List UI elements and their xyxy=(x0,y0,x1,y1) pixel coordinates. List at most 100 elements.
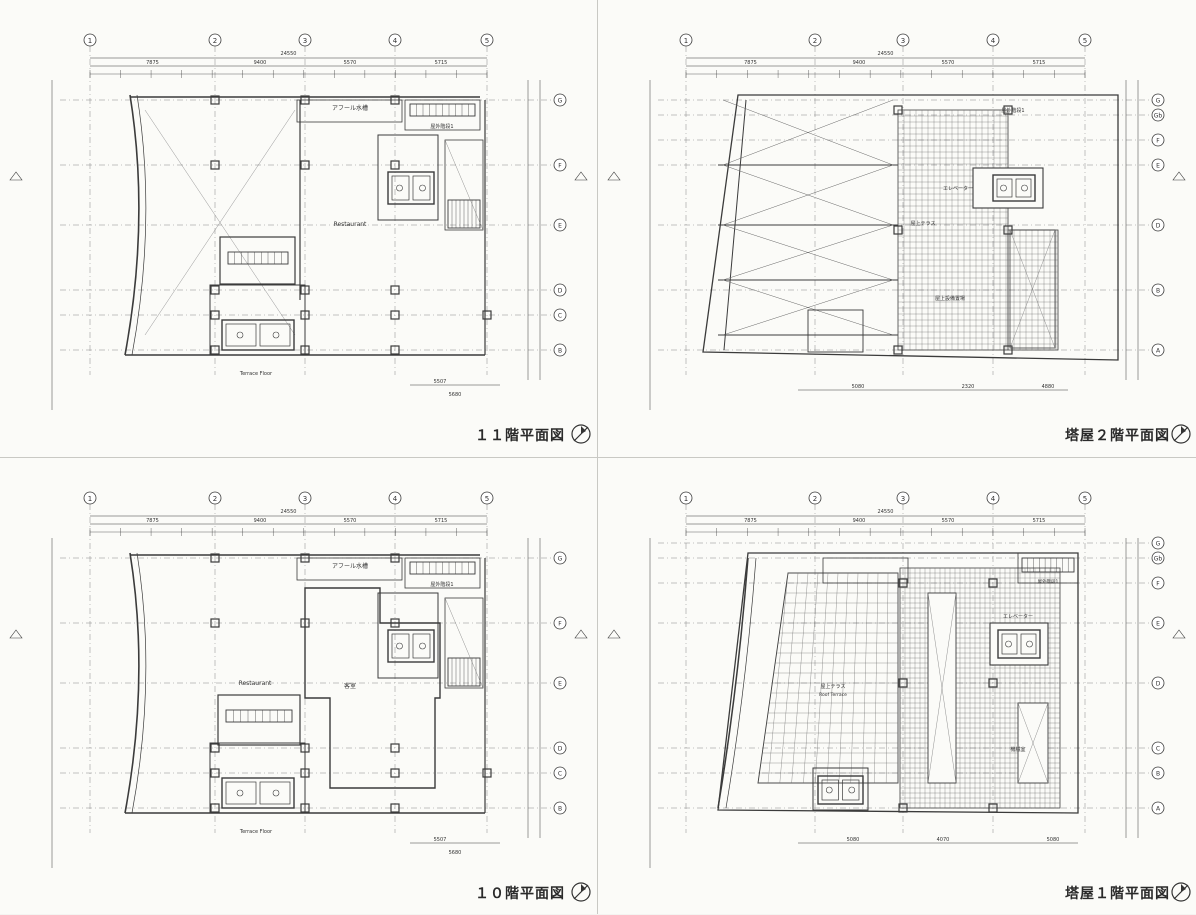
grid-axis-label: F xyxy=(1156,138,1160,145)
grid-bubble xyxy=(553,801,567,815)
structural-column xyxy=(210,95,220,105)
structural-column xyxy=(210,160,220,170)
dimension-total: 24550 xyxy=(281,509,297,515)
grid-bubble xyxy=(298,491,312,505)
grid-bubble xyxy=(553,158,567,172)
grid-axis-label: 4 xyxy=(393,37,398,45)
structural-column xyxy=(482,310,492,320)
dimension-value: 5680 xyxy=(449,850,462,856)
elevator-symbol xyxy=(419,184,426,192)
grid-axis-label: A xyxy=(1156,348,1161,355)
dimension-value: 9400 xyxy=(853,60,866,66)
stair-core xyxy=(219,236,296,285)
grid-axis-label: C xyxy=(558,313,562,320)
grid-axis-label: D xyxy=(1156,681,1161,688)
grid-bubble xyxy=(553,343,567,357)
structural-column xyxy=(390,553,400,563)
roof-terrace-outline xyxy=(757,572,899,784)
structural-column xyxy=(1003,345,1013,355)
structural-column xyxy=(390,743,400,753)
dimension-total: 24550 xyxy=(878,509,894,515)
grid-axis-label: 4 xyxy=(393,495,398,503)
structural-column xyxy=(893,105,903,115)
grid-bubble xyxy=(1151,741,1165,755)
structural-column xyxy=(893,225,903,235)
elevator-car xyxy=(412,175,431,201)
service-core xyxy=(377,592,439,679)
void-diagonal xyxy=(444,597,484,689)
section-mark-icon xyxy=(574,171,588,181)
lower-core xyxy=(209,742,306,814)
grid-bubble xyxy=(1151,158,1165,172)
tile-line xyxy=(862,572,869,784)
structural-column xyxy=(300,553,310,563)
room-label: アフール水槽 xyxy=(332,104,368,112)
dimension-value: 5680 xyxy=(449,392,462,398)
structural-column xyxy=(300,285,310,295)
grid-axis-label: Gb xyxy=(1154,113,1163,120)
dimension-value: 5507 xyxy=(434,837,447,843)
north-arrow-icon xyxy=(571,882,591,902)
room-label: 屋外階段1 xyxy=(430,123,453,130)
grid-bubble xyxy=(553,218,567,232)
stair-room xyxy=(404,99,481,131)
dimension-value: 7875 xyxy=(146,518,159,524)
structural-column xyxy=(390,803,400,813)
elevator-car xyxy=(225,781,257,805)
void xyxy=(1009,229,1056,349)
grid-bubble xyxy=(480,491,494,505)
elevator-symbol xyxy=(236,331,244,339)
dimension-value: 9400 xyxy=(254,60,267,66)
grid-bubble xyxy=(1151,676,1165,690)
dimension-value: 5715 xyxy=(1033,60,1046,66)
structural-column xyxy=(300,743,310,753)
grid-axis-label: B xyxy=(558,806,562,813)
elevator-car xyxy=(225,323,257,347)
dimension-value: 4880 xyxy=(1042,384,1055,390)
room-label: 屋外階段1 xyxy=(430,581,453,588)
grid-bubble xyxy=(553,283,567,297)
grid-bubble xyxy=(553,308,567,322)
section-mark-icon xyxy=(607,629,621,639)
grid-bubble xyxy=(388,33,402,47)
grid-axis-label: 1 xyxy=(684,37,688,45)
dimension-value: 2320 xyxy=(962,384,975,390)
section-mark-icon xyxy=(1172,171,1186,181)
structural-column xyxy=(390,618,400,628)
structural-column xyxy=(390,345,400,355)
sheet-divider-horizontal xyxy=(0,457,1196,458)
dimension-value: 4070 xyxy=(937,837,950,843)
grid-bubble xyxy=(679,491,693,505)
grid-bubble xyxy=(986,33,1000,47)
grid-bubble xyxy=(1151,801,1165,815)
tile-line xyxy=(850,572,859,784)
section-mark-icon xyxy=(607,171,621,181)
elevator-shaft xyxy=(221,777,295,809)
section-mark-icon xyxy=(1172,629,1186,639)
grid-axis-label: 3 xyxy=(303,495,307,503)
grid-bubble xyxy=(808,33,822,47)
structural-column xyxy=(300,310,310,320)
structural-column xyxy=(898,678,908,688)
void-diagonal xyxy=(1017,702,1049,784)
tile-line xyxy=(767,572,789,784)
grid-axis-label: 2 xyxy=(213,37,217,45)
structural-column xyxy=(210,618,220,628)
grid-axis-label: E xyxy=(1156,163,1160,170)
floor-plan-rooftop-1f-title: 塔屋１階平面図 xyxy=(1065,886,1170,902)
grid-bubble xyxy=(1151,133,1165,147)
guest-room-enclosure xyxy=(304,587,441,789)
structural-column xyxy=(1003,225,1013,235)
grid-axis-label: 2 xyxy=(213,495,217,503)
grid-axis-label: G xyxy=(1156,541,1161,548)
section-mark-icon xyxy=(574,629,588,639)
structural-column xyxy=(898,578,908,588)
north-arrow-icon xyxy=(1171,424,1191,444)
grid-axis-label: F xyxy=(1156,581,1160,588)
north-arrow-icon xyxy=(1171,882,1191,902)
grid-axis-label: 1 xyxy=(88,495,92,503)
room-label: 屋外階段1 xyxy=(1038,578,1059,585)
elevator-symbol xyxy=(396,184,403,192)
